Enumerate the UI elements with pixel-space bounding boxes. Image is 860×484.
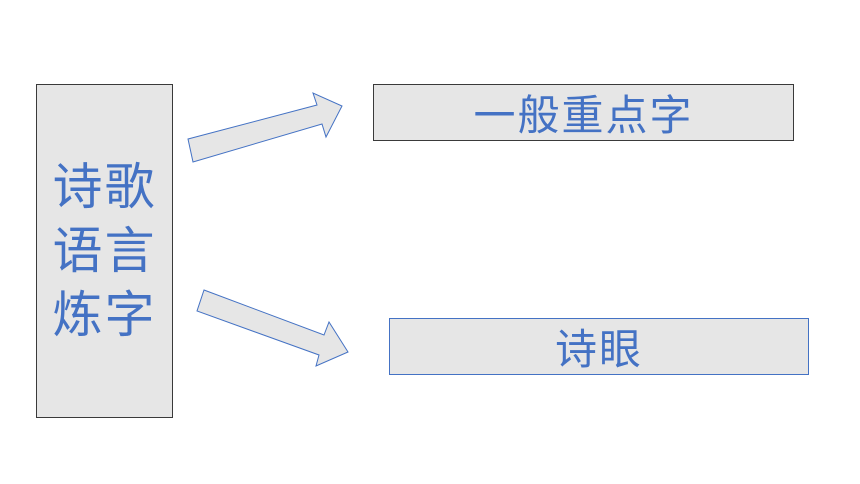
target-box-general-key-words: 一般重点字: [373, 84, 794, 141]
target-label-general-key-words: 一般重点字: [473, 91, 694, 140]
source-box: 诗歌 语言 炼字: [36, 84, 173, 418]
arrow-to-bottom-box: [196, 289, 349, 367]
target-label-poem-eye: 诗眼: [554, 325, 643, 374]
arrow-to-top-box: [187, 92, 343, 163]
source-line-2: 语言: [52, 222, 157, 280]
source-line-1: 诗歌: [52, 158, 157, 216]
source-line-3: 炼字: [52, 286, 157, 344]
target-box-poem-eye: 诗眼: [389, 318, 809, 375]
